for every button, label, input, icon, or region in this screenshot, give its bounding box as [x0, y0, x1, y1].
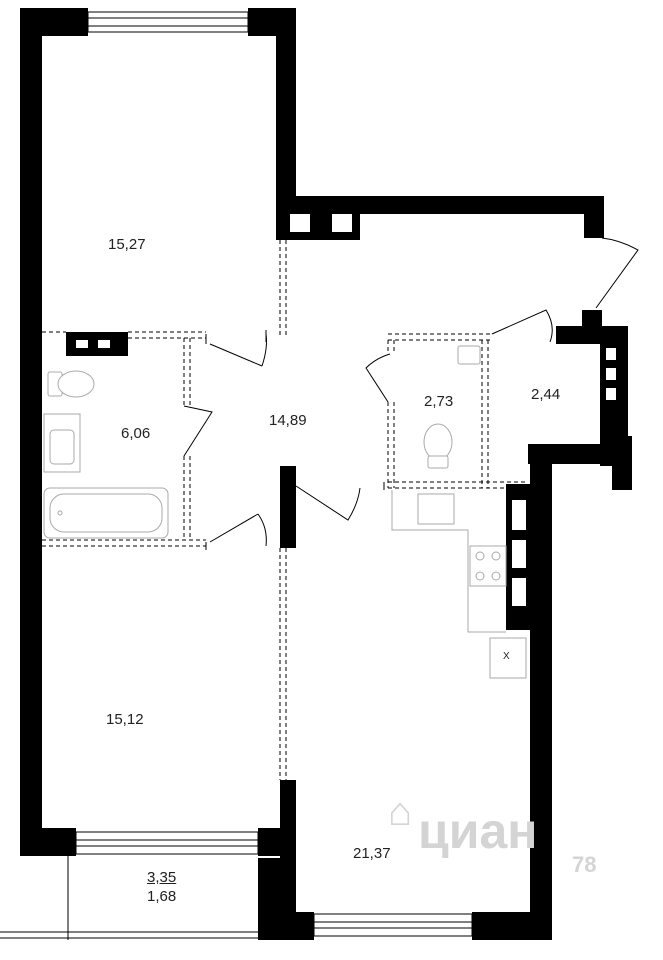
room-area-toilet: 2,73 [424, 393, 454, 410]
watermark-brand: циан [418, 803, 538, 859]
room-area-kitchen-living: 21,37 [353, 845, 391, 862]
windows [75, 11, 473, 937]
balcony-area-total: 3,35 [147, 869, 177, 886]
appliance-mark: X [503, 651, 510, 662]
walls [20, 8, 632, 940]
room-area-bedroom-bottom: 15,12 [106, 711, 144, 728]
room-area-bedroom-top: 15,27 [108, 236, 146, 253]
column-voids [76, 214, 616, 606]
balcony-area-reduced: 1,68 [147, 888, 177, 905]
partitions [42, 240, 528, 780]
watermark-code: 78 [572, 852, 597, 877]
watermark-logo-icon: ⌂ [388, 790, 413, 834]
fixtures [43, 345, 527, 679]
balcony [0, 856, 258, 940]
room-area-storage: 2,44 [531, 386, 561, 403]
room-area-hallway: 14,89 [269, 412, 307, 429]
room-area-bathroom: 6,06 [121, 425, 151, 442]
doors [183, 237, 639, 550]
